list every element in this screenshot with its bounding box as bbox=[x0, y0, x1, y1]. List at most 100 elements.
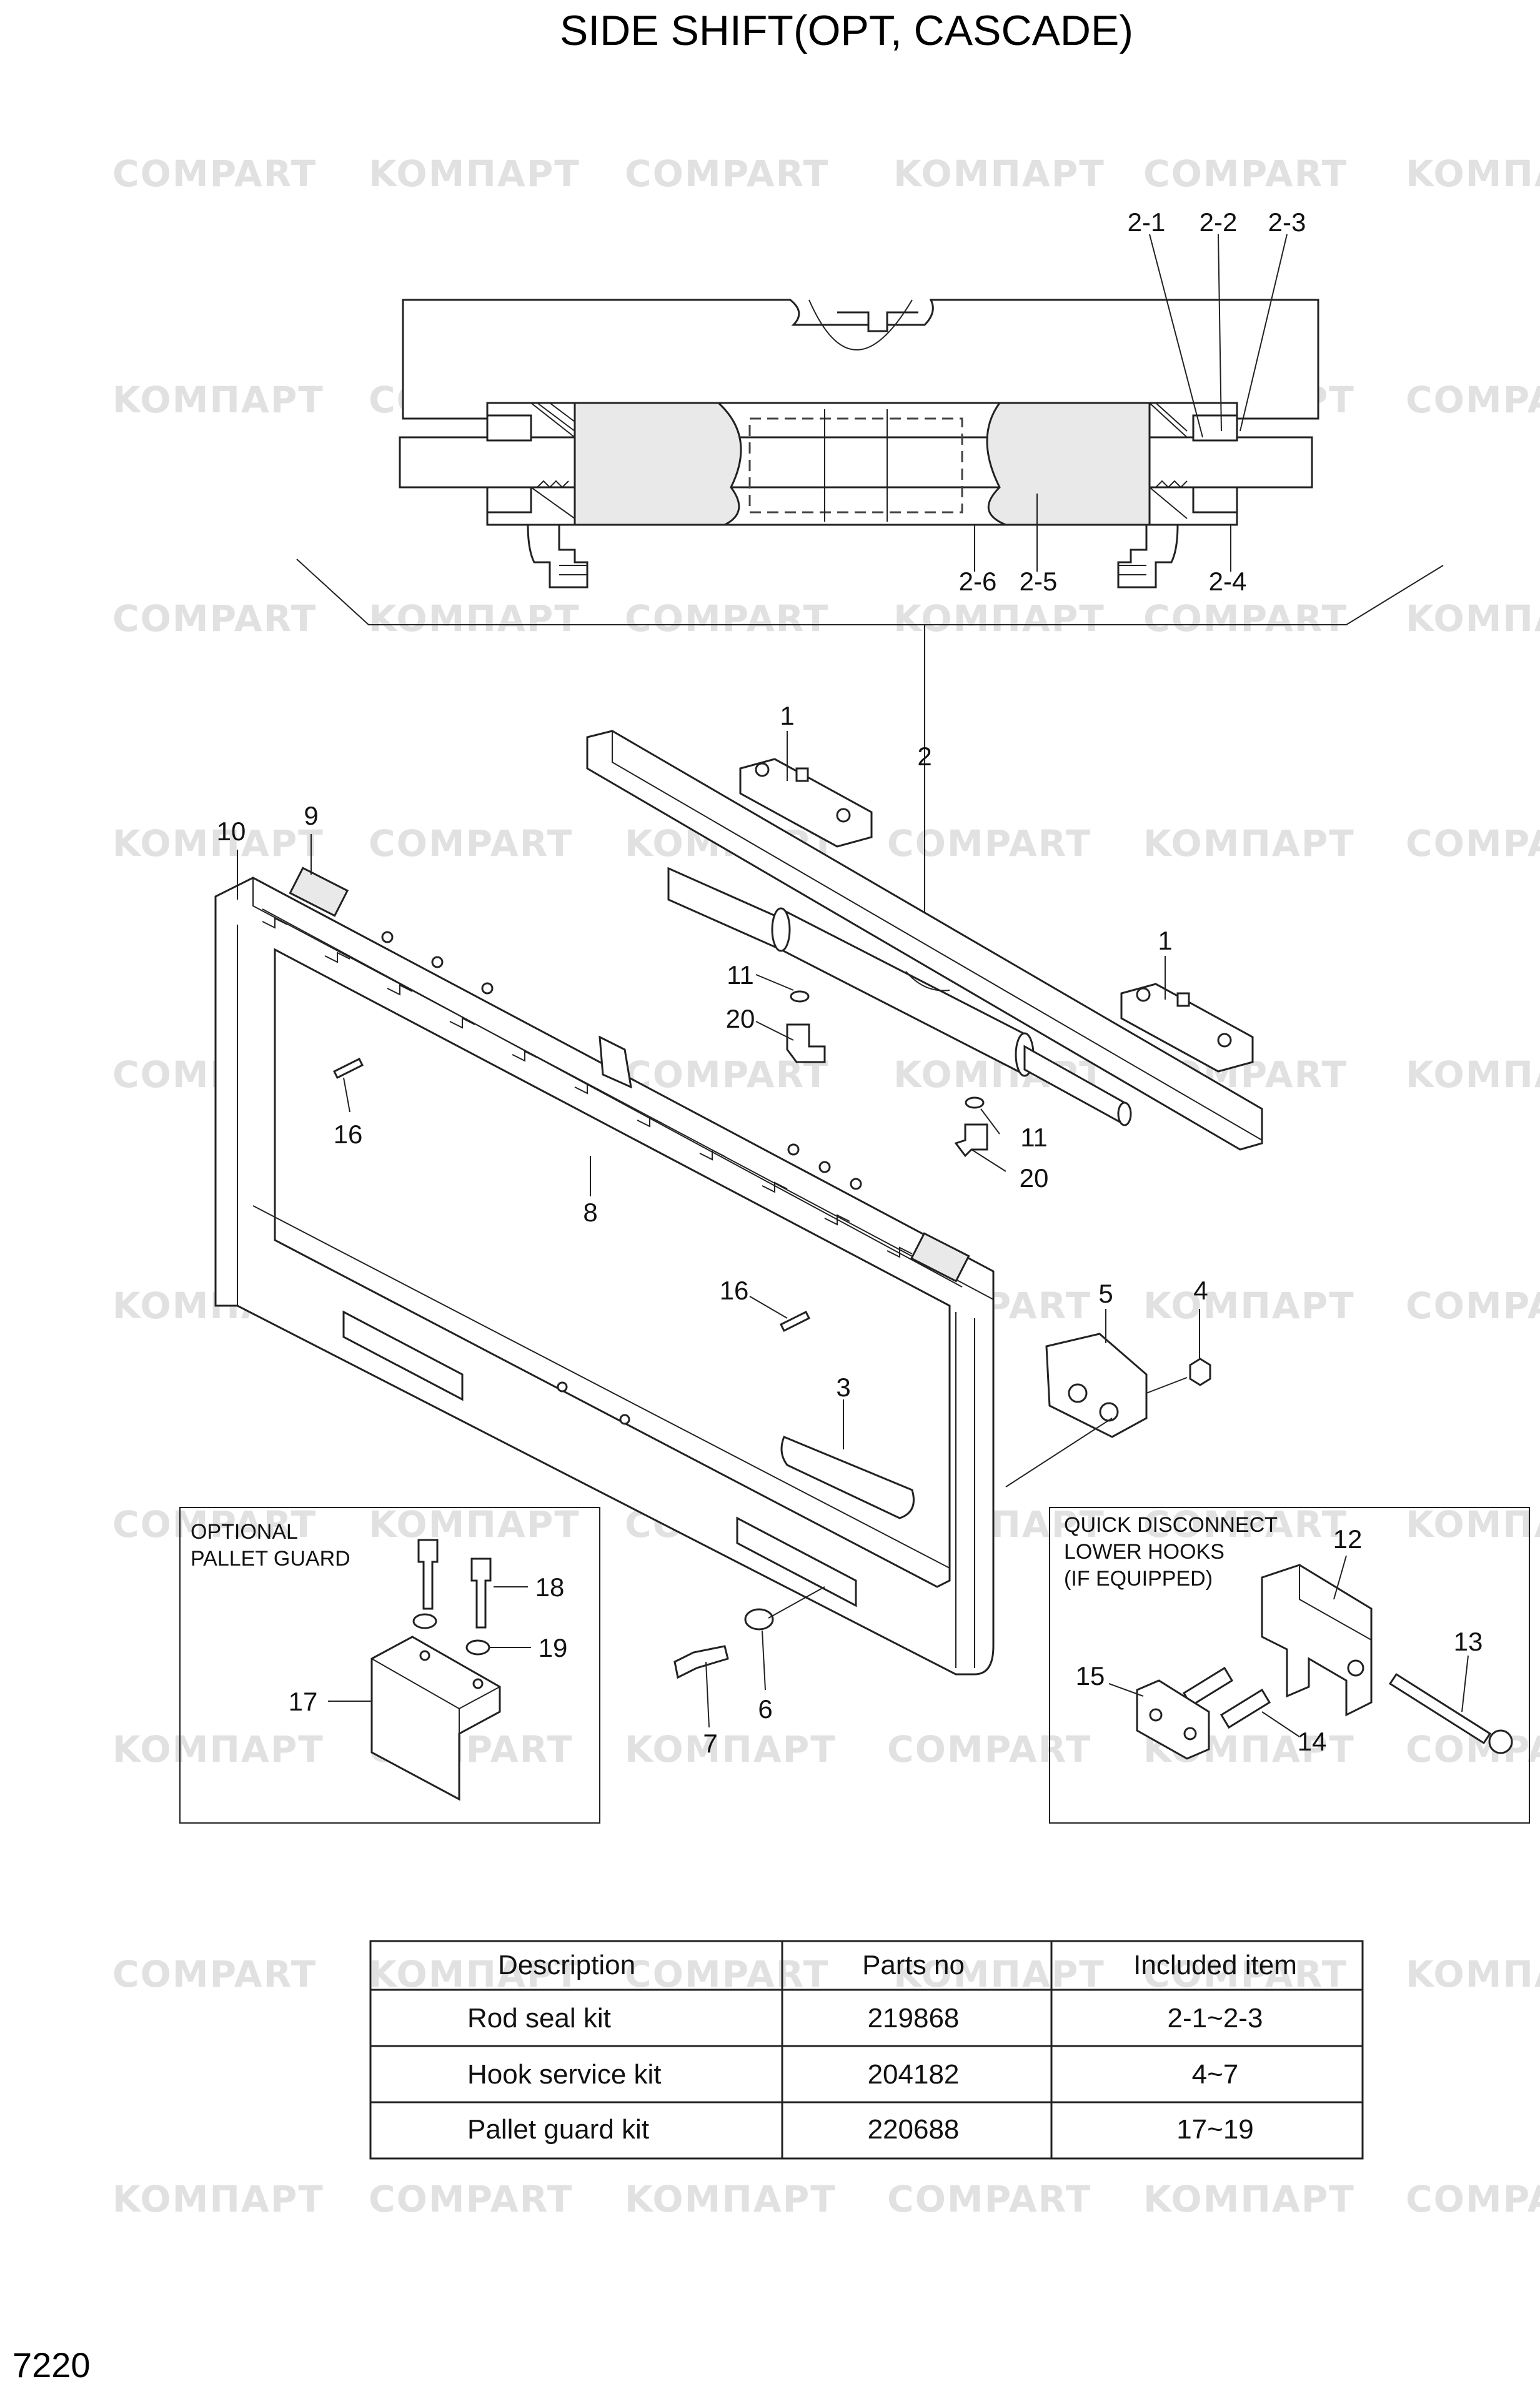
table-header-included-item: Included item bbox=[1133, 1950, 1297, 1980]
watermark-text: KOMПАРТ bbox=[369, 1953, 580, 1995]
fitting-upper bbox=[786, 990, 826, 1063]
table-header-description: Description bbox=[498, 1950, 635, 1980]
callout-8: 8 bbox=[583, 1198, 597, 1227]
callout-2-6: 2-6 bbox=[959, 567, 997, 596]
watermark-text: KOMПАРТ bbox=[112, 822, 324, 865]
watermark-text: KOMПАРТ bbox=[1406, 1053, 1540, 1096]
watermark-text: KOMПАРТ bbox=[893, 597, 1105, 640]
watermark-text: KOMПАРТ bbox=[625, 2178, 837, 2220]
inset-left-line2: PALLET GUARD bbox=[191, 1547, 350, 1571]
inset-right-line2: LOWER HOOKS bbox=[1064, 1540, 1225, 1564]
table-cell: Hook service kit bbox=[467, 2059, 662, 2090]
clamp-block-top bbox=[739, 758, 873, 848]
watermark-text: KOMПАРТ bbox=[1143, 1284, 1355, 1327]
watermark-text: COMPART bbox=[1143, 152, 1348, 195]
watermark-text: KOMПАРТ bbox=[625, 1728, 837, 1771]
watermark-text: COMPART bbox=[887, 2178, 1091, 2220]
callout-14: 14 bbox=[1298, 1727, 1327, 1756]
callout-6: 6 bbox=[758, 1694, 772, 1724]
callout-1-top: 1 bbox=[780, 701, 794, 730]
washer-6 bbox=[744, 1608, 774, 1631]
callout-5: 5 bbox=[1098, 1279, 1113, 1308]
callout-2-2: 2-2 bbox=[1200, 207, 1238, 237]
callout-20-lower: 20 bbox=[1020, 1163, 1049, 1193]
clamp-block-right bbox=[1120, 983, 1254, 1073]
watermark-text: KOMПАРТ bbox=[1143, 822, 1355, 865]
page-number: 7220 bbox=[12, 2345, 91, 2385]
watermark-text: COMPART bbox=[1143, 597, 1348, 640]
callout-2-3: 2-3 bbox=[1268, 207, 1306, 237]
table-cell: 17~19 bbox=[1176, 2114, 1254, 2145]
watermark-text: KOMПАРТ bbox=[112, 1728, 324, 1771]
callout-3: 3 bbox=[836, 1373, 850, 1402]
watermark-text: COMPART bbox=[625, 1953, 829, 1995]
table-cell: 204182 bbox=[868, 2059, 960, 2090]
fitting-lower bbox=[954, 1096, 988, 1158]
watermark-text: COMPART bbox=[369, 2178, 573, 2220]
callout-13: 13 bbox=[1454, 1627, 1483, 1656]
nut-4 bbox=[1189, 1358, 1211, 1386]
cylinder-assembly bbox=[586, 730, 1263, 1151]
callout-2-1: 2-1 bbox=[1128, 207, 1166, 237]
hook-block-5 bbox=[1045, 1333, 1148, 1438]
callout-16-left: 16 bbox=[334, 1120, 363, 1149]
watermark-text: COMPART bbox=[1143, 1953, 1348, 1995]
callout-10: 10 bbox=[217, 817, 246, 846]
callout-18: 18 bbox=[535, 1572, 565, 1602]
callout-leaders bbox=[237, 731, 1200, 1728]
watermark-text: KOMПАРТ bbox=[893, 152, 1105, 195]
inset-left-line1: OPTIONAL bbox=[191, 1520, 298, 1544]
table-cell: 2-1~2-3 bbox=[1168, 2003, 1263, 2034]
callout-1-right: 1 bbox=[1158, 926, 1172, 955]
watermark-text: KOMПАРТ bbox=[369, 1503, 580, 1546]
watermark-text: KOMПАРТ bbox=[893, 1953, 1105, 1995]
watermark-text: COMPART bbox=[1406, 822, 1540, 865]
inset-right-line3: (IF EQUIPPED) bbox=[1064, 1567, 1213, 1591]
watermark-text: KOMПАРТ bbox=[1406, 1953, 1540, 1995]
callout-9: 9 bbox=[304, 801, 318, 830]
callout-16-right: 16 bbox=[720, 1276, 749, 1305]
table-cell: 220688 bbox=[868, 2114, 960, 2145]
callout-12: 12 bbox=[1333, 1524, 1363, 1554]
parts-table bbox=[369, 1940, 1364, 2160]
watermark-text: COMPART bbox=[887, 1728, 1091, 1771]
hook-part-3 bbox=[780, 1436, 915, 1519]
callout-7: 7 bbox=[703, 1729, 717, 1758]
callout-11-upper: 11 bbox=[727, 960, 754, 990]
watermark-text: COMPART bbox=[1406, 379, 1540, 421]
table-cell: 219868 bbox=[868, 2003, 960, 2034]
watermark-text: KOMПАРТ bbox=[112, 379, 324, 421]
frame-assembly bbox=[214, 867, 995, 1676]
watermark-text: COMPART bbox=[112, 1503, 317, 1546]
watermark-text: COMPART bbox=[369, 822, 573, 865]
watermark-text: KOMПАРТ bbox=[1406, 152, 1540, 195]
watermark-text: COMPART bbox=[625, 152, 829, 195]
watermark-text: KOMПАРТ bbox=[1143, 2178, 1355, 2220]
callout-2-5: 2-5 bbox=[1020, 567, 1058, 596]
callout-20-upper: 20 bbox=[726, 1004, 755, 1033]
watermark-text: COMPART bbox=[112, 1953, 317, 1995]
table-cell: 4~7 bbox=[1192, 2059, 1239, 2090]
callout-17: 17 bbox=[289, 1687, 318, 1716]
inset-right-line1: QUICK DISCONNECT bbox=[1064, 1513, 1278, 1537]
inset-pallet-guard bbox=[179, 1507, 600, 1824]
watermark-text: KOMПАРТ bbox=[369, 597, 580, 640]
bolt-7 bbox=[673, 1645, 729, 1679]
watermark-text: COMPART bbox=[887, 822, 1091, 865]
callout-2-4: 2-4 bbox=[1209, 567, 1247, 596]
watermark-text: COMPART bbox=[1143, 1503, 1348, 1546]
callout-15: 15 bbox=[1076, 1661, 1105, 1691]
callout-19: 19 bbox=[539, 1633, 568, 1662]
watermark-text: COMPART bbox=[112, 597, 317, 640]
table-header-parts-no: Parts no bbox=[862, 1950, 965, 1980]
callout-2: 2 bbox=[917, 742, 931, 771]
watermark-text: KOMПАРТ bbox=[369, 152, 580, 195]
table-cell: Rod seal kit bbox=[467, 2003, 611, 2034]
table-cell: Pallet guard kit bbox=[467, 2114, 649, 2145]
watermark-text: KOMПАРТ bbox=[112, 2178, 324, 2220]
page-title: SIDE SHIFT(OPT, CASCADE) bbox=[560, 7, 1133, 54]
inset-quick-disconnect bbox=[1049, 1507, 1530, 1824]
cylinder-section-view bbox=[296, 234, 1444, 937]
callout-4: 4 bbox=[1193, 1276, 1208, 1305]
